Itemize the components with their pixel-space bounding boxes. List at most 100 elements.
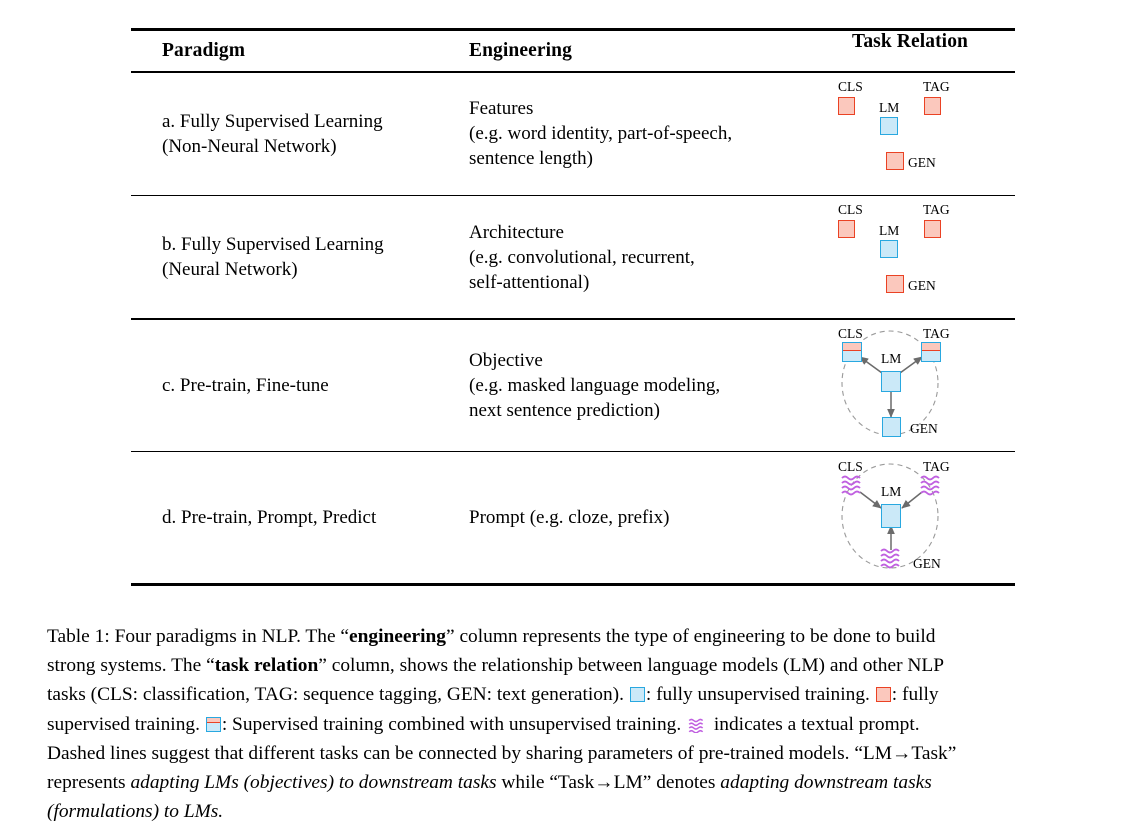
table-header-row: Paradigm Engineering Task Relation [131,31,1015,71]
node-box-lm [880,240,898,259]
caption-line-7: (formulations) to LMs. [47,797,1093,826]
node-box-tag [921,342,941,363]
column-header-engineering: Engineering [469,40,572,61]
node-box-cls [842,342,862,363]
engineering-b-line3: self-attentional) [469,271,590,293]
caption-l4c: indicates a textual prompt. [713,713,920,735]
paradigm-c-line1: c. Pre-train, Fine-tune [162,374,329,396]
paradigm-cell-b: b. Fully Supervised Learning (Neural Net… [131,232,469,282]
node-label-cls: CLS [838,326,863,342]
task-relation-diagram-c: CLS TAG LM GEN [824,325,1014,445]
node-label-gen: GEN [908,154,936,170]
task-relation-cell-c: CLS TAG LM GEN [824,320,1015,451]
task-relation-diagram-a: CLS TAG LM GEN [824,80,1014,188]
engineering-cell-a: Features (e.g. word identity, part-of-sp… [469,96,824,171]
node-box-tag [924,220,941,239]
task-relation-diagram-d: CLS TAG LM GEN [824,458,1014,578]
caption-emph-engineering: engineering [349,626,446,647]
task-relation-cell-b: CLS TAG LM GEN [824,196,1015,318]
node-label-lm: LM [879,223,900,239]
engineering-a-line2: (e.g. word identity, part-of-speech, [469,123,733,145]
caption-italic-formulations: (formulations) to LMs. [47,801,224,823]
column-header-paradigm: Paradigm [162,40,246,61]
node-box-lm [880,116,898,135]
caption-line-4: supervised training. : Supervised traini… [47,710,1093,739]
node-label-tag: TAG [923,202,950,218]
table-caption: Table 1: Four paradigms in NLP. The “eng… [47,622,1093,826]
engineering-b-line1: Architecture [469,221,564,243]
node-label-lm: LM [881,483,902,499]
caption-line-1: Table 1: Four paradigms in NLP. The “eng… [47,622,1093,651]
legend-blue-box-icon [629,687,645,703]
task-relation-cell-a: CLS TAG LM GEN [824,73,1015,195]
table-row-d: d. Pre-train, Prompt, Predict Prompt (e.… [131,452,1015,583]
engineering-b-line2: (e.g. convolutional, recurrent, [469,246,695,268]
engineering-c-line1: Objective [469,349,543,371]
caption-l3b: : fully unsupervised training. [645,684,870,706]
caption-line-3: tasks (CLS: classification, TAG: sequenc… [47,680,1093,709]
caption-l4b: : Supervised training combined with unsu… [221,713,682,735]
diagram-edges-d [841,463,939,569]
task-relation-cell-d: CLS TAG LM GEN [824,452,1015,583]
node-box-gen [886,151,904,170]
node-label-cls: CLS [838,78,863,94]
paradigm-d-line1: d. Pre-train, Prompt, Predict [162,507,377,529]
node-box-lm [881,371,901,393]
caption-l6a: represents [47,772,126,794]
table-header-rule [131,71,1015,73]
node-label-tag: TAG [923,326,950,342]
paradigm-b-line2: (Neural Network) [162,259,298,281]
dashed-circle [841,330,939,436]
caption-l6c: while “Task→LM” denotes [501,772,716,794]
caption-l2a: strong systems. The “ [47,655,215,677]
legend-half-box-icon [205,716,221,732]
engineering-cell-b: Architecture (e.g. convolutional, recurr… [469,220,824,295]
table-top-rule [131,28,1015,31]
engineering-cell-c: Objective (e.g. masked language modeling… [469,348,824,423]
node-label-gen: GEN [913,555,941,571]
node-label-tag: TAG [923,78,950,94]
node-box-gen [886,275,904,294]
arrow-lm-to-cls [859,356,883,374]
caption-l4a: supervised training. [47,713,200,735]
engineering-cell-d: Prompt (e.g. cloze, prefix) [469,505,824,530]
node-label-cls: CLS [838,202,863,218]
node-box-tag [924,96,941,115]
table-bottom-rule [131,583,1015,587]
caption-l3c: : fully [891,684,939,706]
table-row-rule-b [131,318,1015,320]
engineering-a-line3: sentence length) [469,148,593,170]
arrow-cls-to-lm [859,491,882,509]
caption-line-2: strong systems. The “task relation” colu… [47,651,1093,680]
node-label-cls: CLS [838,458,863,474]
paradigm-b-line1: b. Fully Supervised Learning [162,234,384,256]
node-label-lm: LM [881,351,902,367]
paradigm-a-line1: a. Fully Supervised Learning [162,110,383,132]
arrow-lm-to-tag [899,356,923,374]
caption-l1a: Table 1: Four paradigms in NLP. The “ [47,626,350,647]
node-label-tag: TAG [923,458,950,474]
prompt-icon-tag [920,474,944,503]
caption-italic-adapting-lms: adapting LMs (objectives) to downstream … [130,772,497,794]
node-box-lm [881,503,901,528]
caption-line-6: represents adapting LMs (objectives) to … [47,768,1093,797]
engineering-c-line3: next sentence prediction) [469,399,660,421]
node-box-cls [838,96,855,115]
paradigm-cell-a: a. Fully Supervised Learning (Non-Neural… [131,109,469,159]
prompt-icon-cls [841,474,865,503]
table-row-c: c. Pre-train, Fine-tune Objective (e.g. … [131,320,1015,451]
dashed-circle [841,463,939,569]
caption-l3a: tasks (CLS: classification, TAG: sequenc… [47,684,624,706]
caption-l1c: ” column represents the type of engineer… [445,626,936,647]
engineering-a-line1: Features [469,98,534,120]
prompt-icon-gen [880,547,904,576]
paradigm-a-line2: (Non-Neural Network) [162,135,337,157]
paradigms-table: Paradigm Engineering Task Relation a. Fu… [131,28,1015,587]
table-row-rule-a [131,194,1015,197]
caption-emph-task-relation: task relation [214,655,319,677]
diagram-edges-c [841,330,939,436]
caption-l2c: ” column, shows the relationship between… [318,655,945,677]
node-label-gen: GEN [908,278,936,294]
table-row-b: b. Fully Supervised Learning (Neural Net… [131,196,1015,318]
legend-red-box-icon [875,687,891,703]
